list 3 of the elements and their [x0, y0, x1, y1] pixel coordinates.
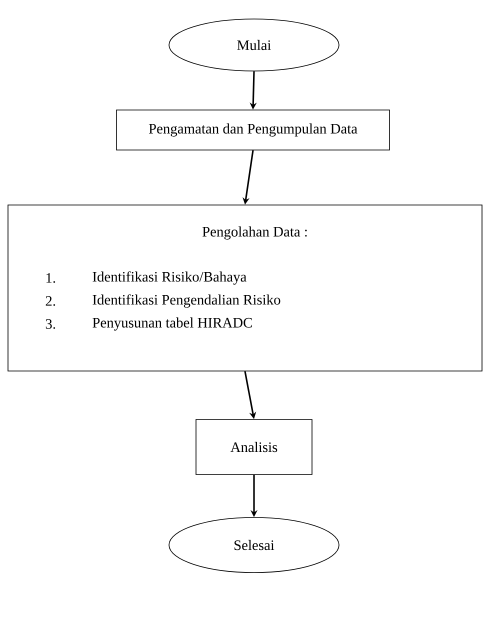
process-box: Pengamatan dan Pengumpulan Data	[116, 110, 390, 150]
process-box: Analisis	[196, 419, 312, 475]
process-box: Pengolahan Data : 1. Identifikasi Risiko/Bahaya 2. Identifikasi Pengendalian Risiko 3. Penyusunan tabel HIRADC	[8, 204, 482, 372]
